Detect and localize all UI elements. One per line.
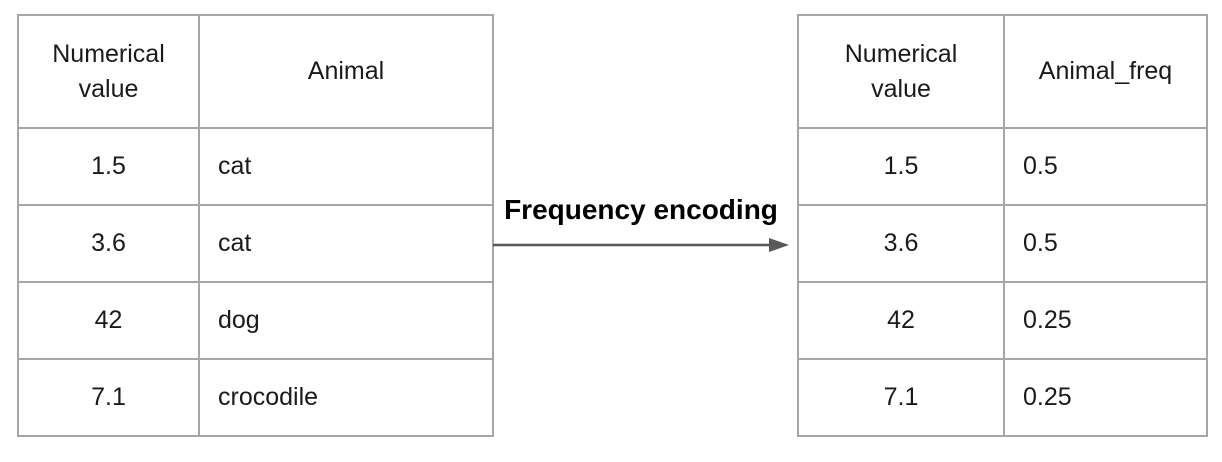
table-cell: dog [198, 281, 494, 360]
table-cell: 42 [797, 281, 1005, 360]
table-row: 3.6 cat [17, 204, 494, 283]
table-cell: cat [198, 127, 494, 206]
header-cell-numerical-value: Numerical value [17, 14, 200, 129]
table-row: 42 dog [17, 281, 494, 360]
table-cell: 0.25 [1003, 281, 1208, 360]
table-cell: cat [198, 204, 494, 283]
table-cell: 1.5 [17, 127, 200, 206]
header-row: Numerical value Animal_freq [797, 14, 1208, 129]
header-cell-numerical-value: Numerical value [797, 14, 1005, 129]
table-row: 7.1 crocodile [17, 358, 494, 437]
table-cell: 1.5 [797, 127, 1005, 206]
original-data-table: Numerical value Animal 1.5 cat 3.6 cat 4… [17, 14, 494, 437]
table-cell: 3.6 [797, 204, 1005, 283]
table-cell: 7.1 [17, 358, 200, 437]
table-cell: crocodile [198, 358, 494, 437]
table-row: 7.1 0.25 [797, 358, 1208, 437]
arrow-label: Frequency encoding [504, 194, 778, 225]
table-cell: 7.1 [797, 358, 1005, 437]
right-arrow-icon [493, 238, 789, 252]
transformation-annotation: Frequency encoding [492, 194, 790, 254]
encoded-data-table: Numerical value Animal_freq 1.5 0.5 3.6 … [797, 14, 1208, 437]
header-cell-animal: Animal [198, 14, 494, 129]
table-cell: 42 [17, 281, 200, 360]
header-cell-animal-freq: Animal_freq [1003, 14, 1208, 129]
table-cell: 0.5 [1003, 204, 1208, 283]
table-cell: 0.25 [1003, 358, 1208, 437]
table-row: 3.6 0.5 [797, 204, 1208, 283]
table-row: 42 0.25 [797, 281, 1208, 360]
table-cell: 3.6 [17, 204, 200, 283]
header-row: Numerical value Animal [17, 14, 494, 129]
table-row: 1.5 cat [17, 127, 494, 206]
table-cell: 0.5 [1003, 127, 1208, 206]
table-row: 1.5 0.5 [797, 127, 1208, 206]
